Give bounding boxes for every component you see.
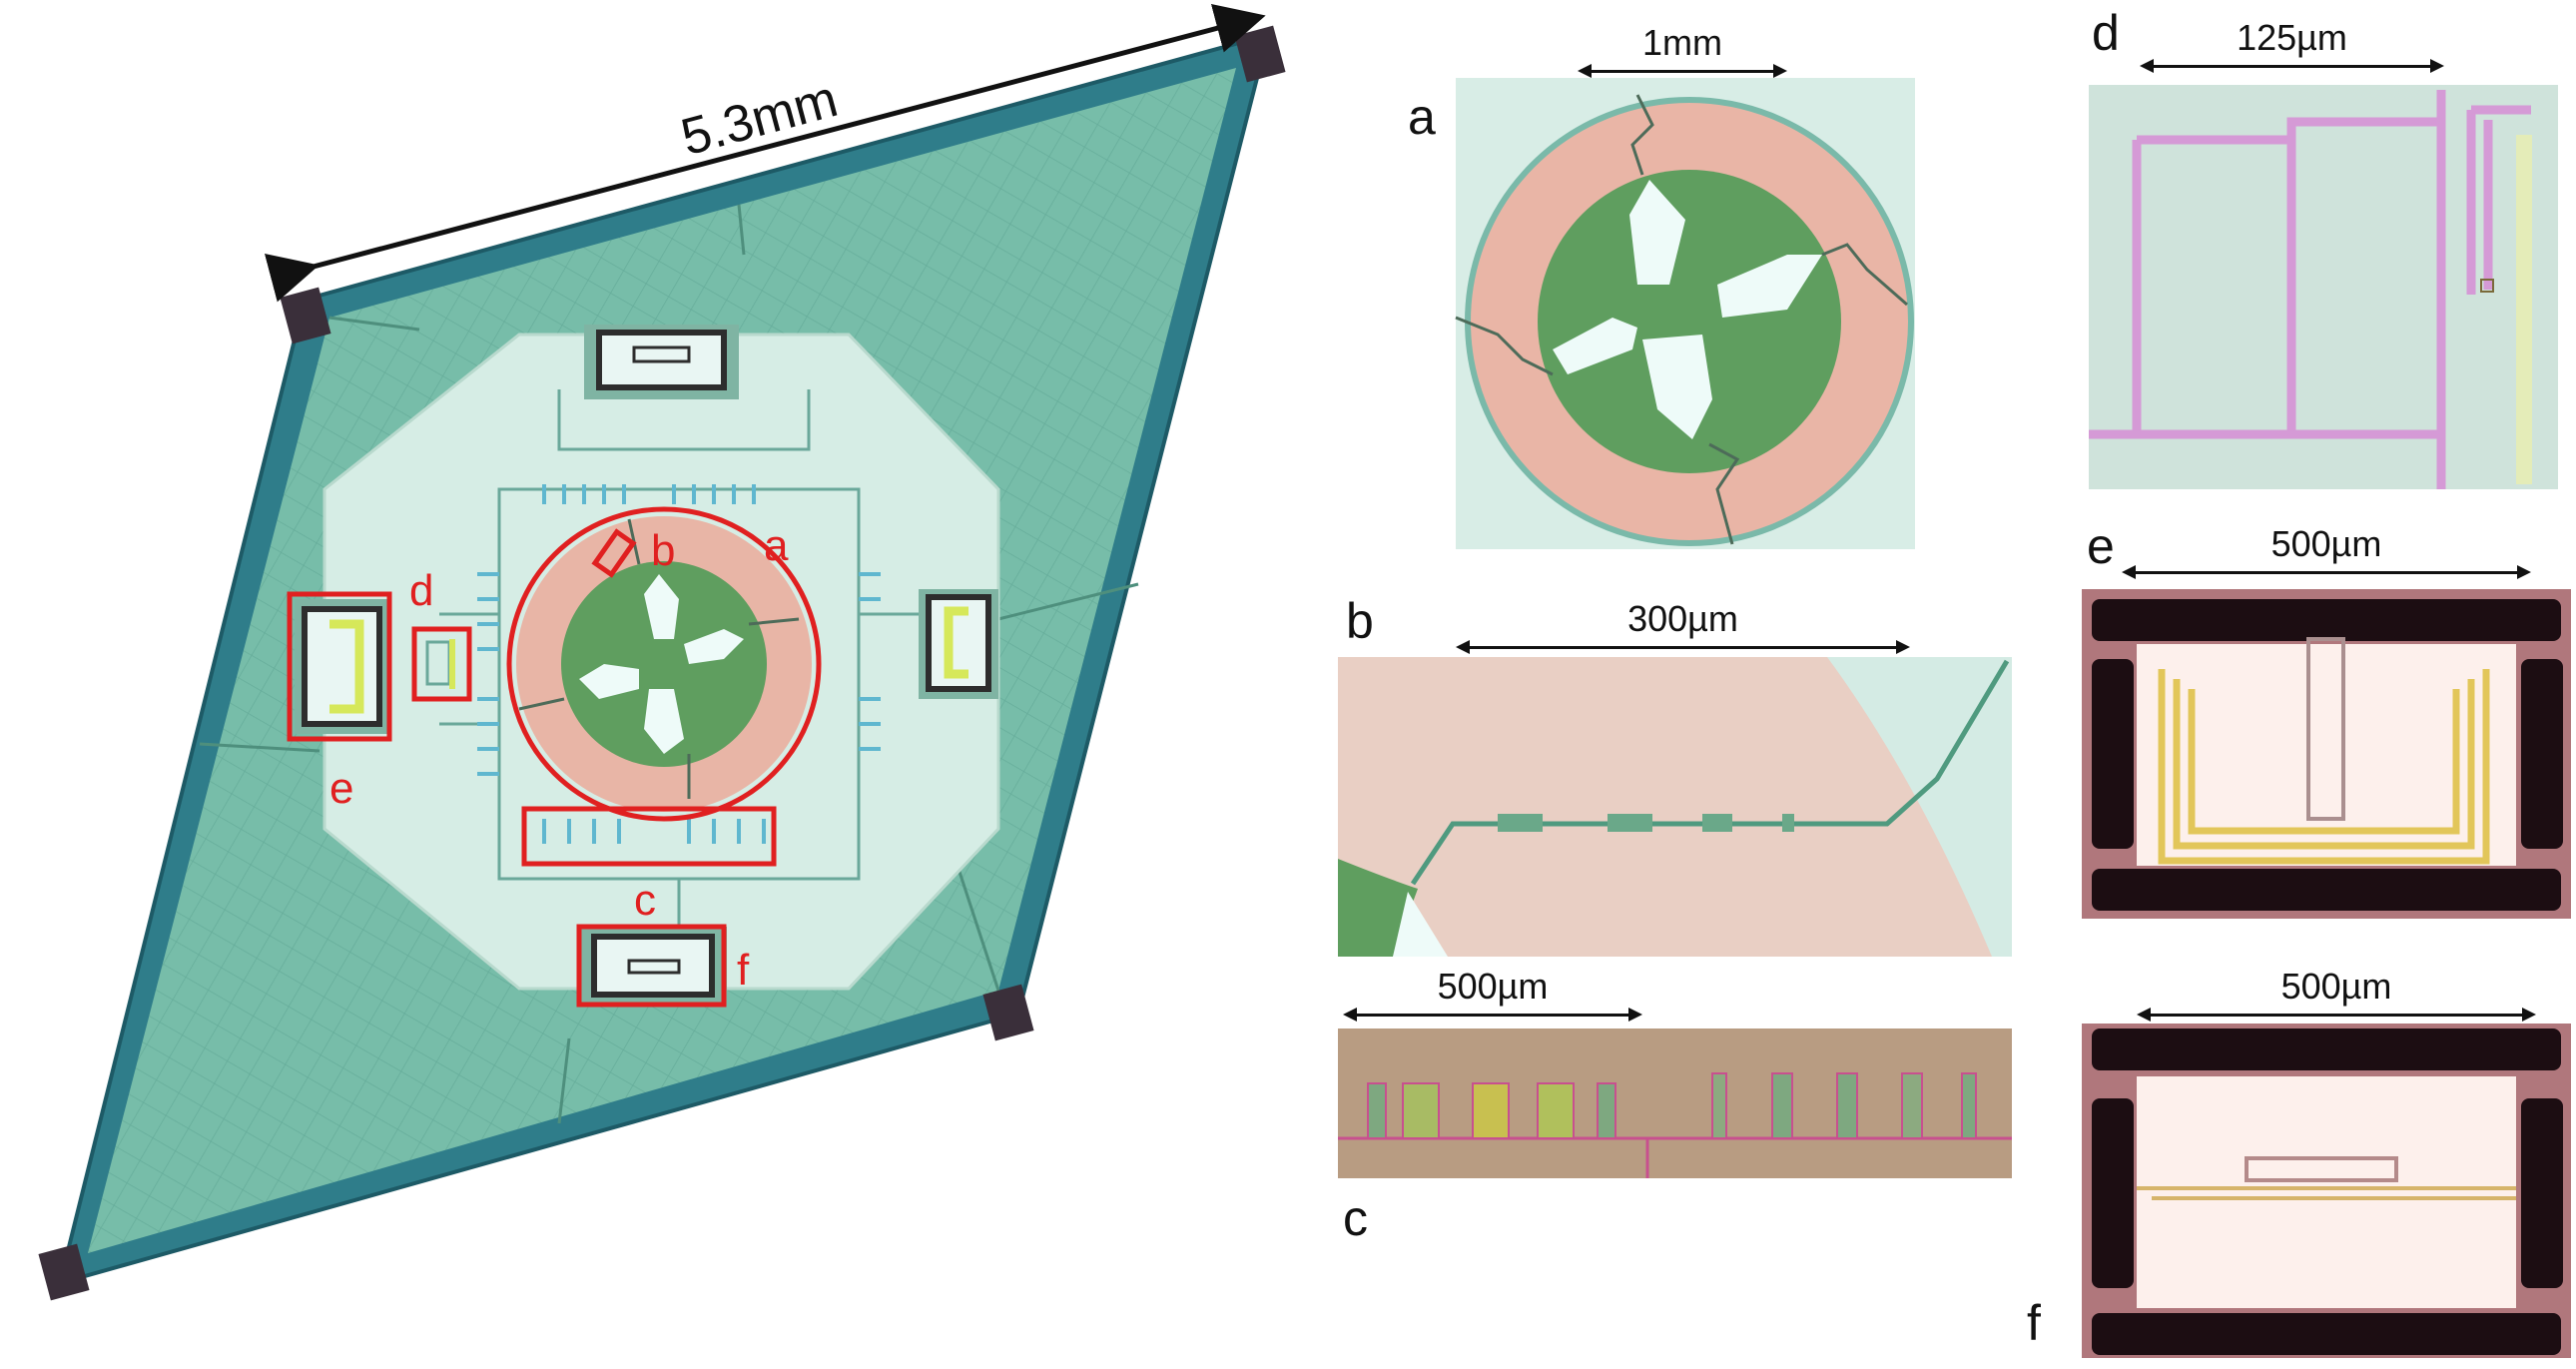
- panel-label-b: b: [1346, 593, 1374, 649]
- panel-a-image: [1455, 78, 1915, 549]
- region-d-outline: [411, 626, 472, 702]
- comb-teeth-bottom: [542, 819, 766, 844]
- scale-bar-b-label: 300µm: [1627, 598, 1738, 639]
- scale-bar-d: 125µm: [2140, 20, 2444, 80]
- scale-bar-a-label: 1mm: [1642, 22, 1722, 63]
- scale-bar-c: 500µm: [1343, 969, 1642, 1028]
- scale-bar-c-label: 500µm: [1437, 966, 1549, 1007]
- region-label-a: a: [764, 521, 789, 570]
- region-label-e: e: [329, 764, 354, 813]
- die-overview: 5.3mm: [38, 4, 1286, 1301]
- transducer-bottom: [577, 927, 727, 1005]
- resonator-cross: [579, 574, 744, 754]
- panel-d-image: [2089, 85, 2558, 489]
- region-c-outline: [521, 806, 777, 867]
- scale-bar-e-label: 500µm: [2270, 523, 2382, 564]
- panel-label-d: d: [2092, 5, 2120, 61]
- resonator-disk: [561, 561, 767, 767]
- detail-d-structure: [425, 639, 455, 689]
- comb-teeth-top: [542, 484, 756, 504]
- scale-bar-d-label: 125µm: [2237, 17, 2347, 58]
- die-dimension-label: 5.3mm: [675, 70, 844, 167]
- scale-bar-f: 500µm: [2137, 969, 2536, 1028]
- die-dimension-arrow: [264, 4, 1266, 303]
- region-label-b: b: [651, 526, 676, 575]
- scale-bar-b: 300µm: [1456, 601, 1910, 661]
- scale-bar-f-label: 500µm: [2280, 966, 2392, 1007]
- panel-label-e: e: [2087, 518, 2115, 574]
- region-a-outline: [506, 506, 822, 822]
- panel-label-f: f: [2027, 1295, 2041, 1351]
- corner-pad-bottom-right: [982, 984, 1034, 1041]
- transducer-left: [295, 599, 389, 734]
- panel-label-c: c: [1343, 1190, 1368, 1246]
- corner-pad-bottom-left: [38, 1243, 90, 1301]
- scale-bar-a: 1mm: [1578, 25, 1787, 85]
- panel-c-image: [1338, 1028, 2012, 1178]
- region-annotations: [287, 506, 822, 1008]
- panel-e-image: [2082, 589, 2571, 919]
- region-label-c: c: [634, 876, 656, 925]
- routing-traces: [439, 389, 919, 939]
- transducer-top: [584, 325, 739, 399]
- panel-label-a: a: [1408, 89, 1436, 145]
- region-e-outline: [287, 591, 392, 742]
- region-f-outline: [576, 924, 727, 1008]
- region-label-d: d: [409, 566, 434, 615]
- scale-bar-e: 500µm: [2122, 526, 2531, 586]
- comb-teeth-left: [477, 572, 499, 776]
- region-b-outline: [591, 528, 637, 578]
- panel-f-image: [2082, 1024, 2571, 1358]
- panel-b-image: [1338, 657, 2012, 957]
- region-label-f: f: [737, 946, 750, 995]
- comb-teeth-right: [859, 572, 881, 751]
- transducer-right: [919, 589, 998, 699]
